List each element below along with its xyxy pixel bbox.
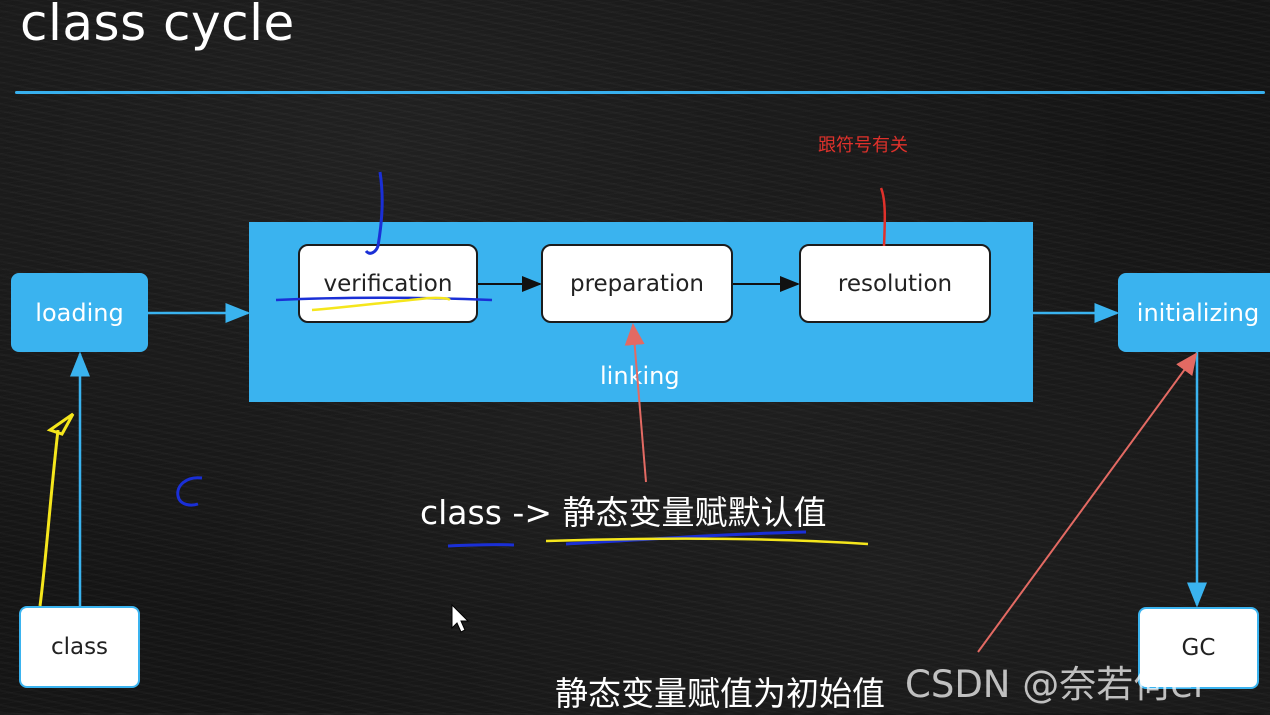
yellow-arrow-class <box>38 412 75 607</box>
resolution-node: resolution <box>799 244 991 323</box>
blue-mark-c <box>176 476 203 507</box>
yellow-underline-caption <box>545 537 869 546</box>
resolution-label: resolution <box>837 270 953 297</box>
initializing-label: initializing <box>1136 298 1260 327</box>
title-divider <box>15 91 1265 94</box>
preparation-label: preparation <box>569 270 704 297</box>
initializing-caption: 静态变量赋值为初始值 <box>555 674 885 713</box>
loading-node: loading <box>11 273 148 352</box>
linking-label: linking <box>600 362 680 390</box>
class-node: class <box>19 606 140 688</box>
class-label: class <box>50 634 109 660</box>
verification-node: verification <box>298 244 478 323</box>
slide-title: class cycle <box>20 0 295 52</box>
loading-label: loading <box>35 298 124 327</box>
cursor-icon <box>451 603 470 633</box>
initializing-node: initializing <box>1118 273 1270 352</box>
resolution-annotation: 跟符号有关 <box>818 135 908 156</box>
watermark: CSDN @奈若何er <box>905 663 1209 706</box>
verification-label: verification <box>323 270 453 297</box>
blue-underline-class <box>447 543 515 548</box>
preparation-node: preparation <box>541 244 733 323</box>
preparation-caption: class -> 静态变量赋默认值 <box>420 493 827 532</box>
